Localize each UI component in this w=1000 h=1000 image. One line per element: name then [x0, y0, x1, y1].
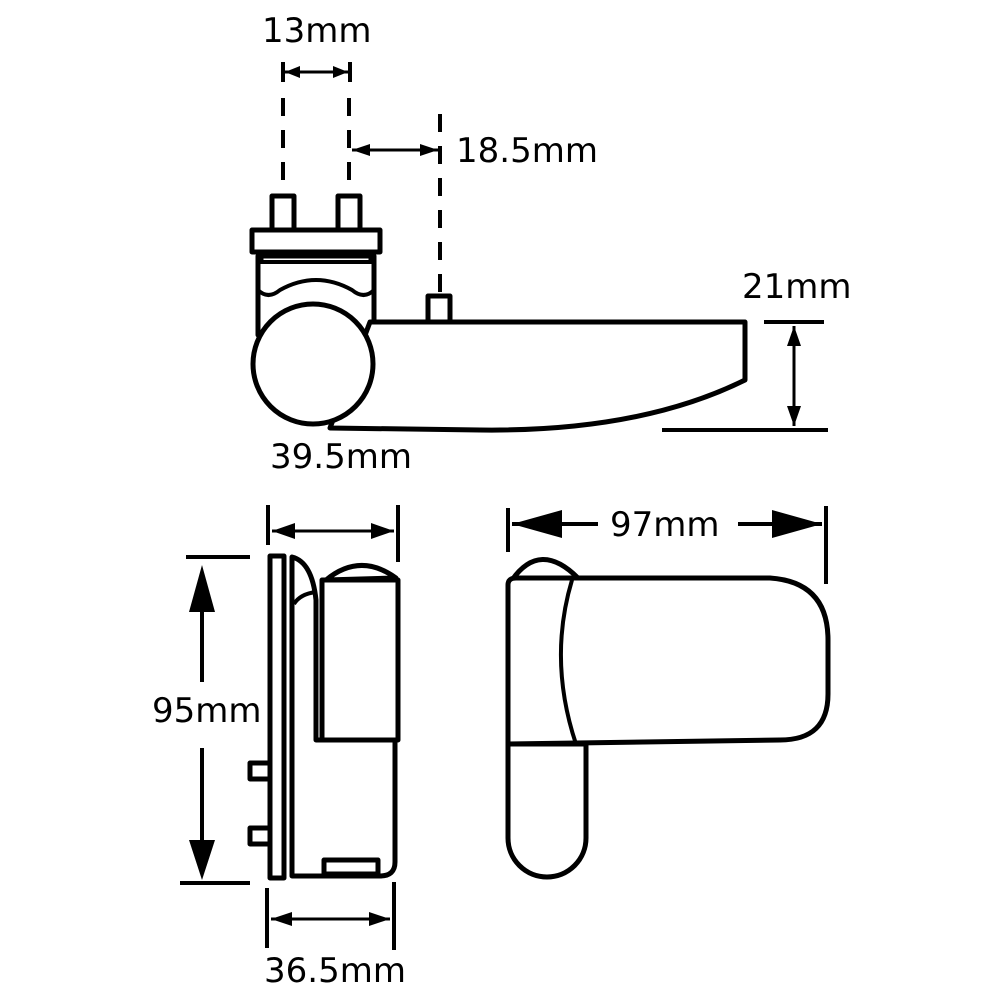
front-view: 97mm [505, 505, 831, 880]
body-contour [256, 278, 376, 297]
label-height-21: 21mm [742, 267, 852, 307]
fixing-stub [425, 293, 453, 325]
dimension-fixing-offset [352, 144, 438, 156]
dimension-front-width [506, 506, 828, 584]
side-lug-bottom [247, 825, 273, 847]
mount-plate [249, 227, 383, 255]
label-pin-spacing: 13mm [262, 11, 372, 51]
side-lug-top [247, 760, 273, 782]
dimension-side-top [266, 505, 400, 562]
label-side-depth: 36.5mm [264, 951, 406, 991]
side-knuckle [319, 577, 401, 743]
pin-left [269, 193, 297, 233]
front-knuckle-curve [558, 579, 578, 745]
side-body [289, 554, 398, 879]
barrel [250, 301, 376, 427]
label-fixing-offset: 18.5mm [456, 131, 598, 171]
side-back-plate [267, 553, 287, 881]
top-view: 13mm 18.5mm [249, 11, 852, 477]
front-main-leaf [505, 575, 831, 747]
dimension-side-bottom [265, 882, 396, 950]
dimension-pin-spacing [281, 62, 352, 82]
dimension-height [662, 320, 828, 432]
side-knuckle-cap [323, 563, 399, 583]
hinge-leaf [327, 319, 748, 433]
label-side-height: 95mm [152, 691, 262, 731]
side-bottom-slot [321, 857, 381, 877]
pin-right [335, 193, 363, 233]
label-barrel-diameter: 39.5mm [270, 437, 412, 477]
front-lower-knuckle [505, 741, 589, 880]
dimension-side-height [180, 555, 250, 885]
label-front-width: 97mm [610, 505, 720, 545]
side-view: 95mm 36.5mm [152, 505, 406, 991]
